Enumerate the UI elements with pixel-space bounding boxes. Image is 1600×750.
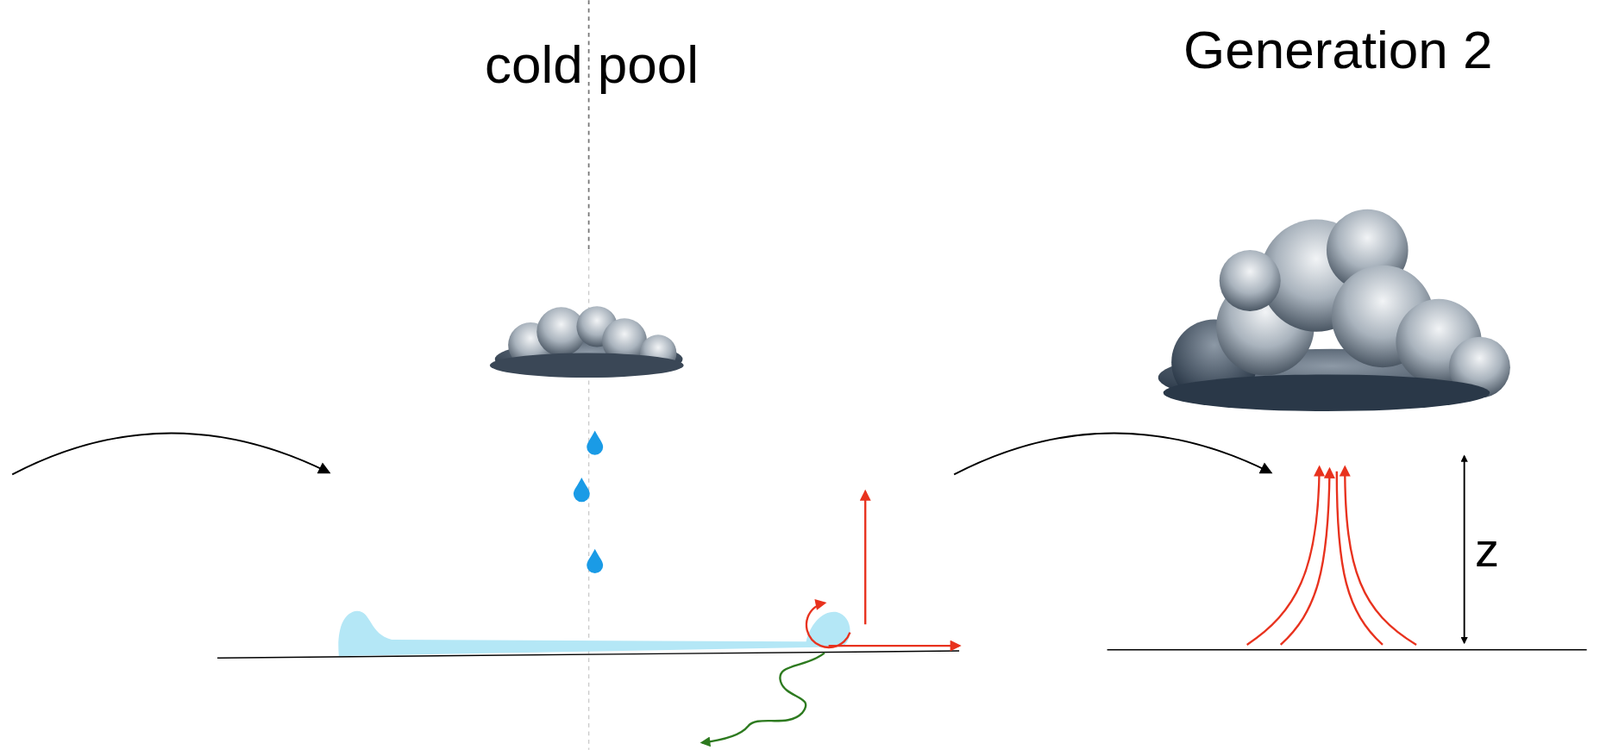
flow-arc [12, 432, 329, 475]
large-cloud [1158, 209, 1511, 412]
heading-label: Generation 2 [1183, 23, 1493, 77]
spread-arrow [828, 645, 960, 647]
updraft-lines [1247, 467, 1417, 646]
surface-flux-arrow [702, 652, 825, 743]
ground-line [217, 651, 960, 659]
uplift-arrow [864, 491, 866, 625]
small-cloud [489, 306, 684, 378]
ground-line [1107, 649, 1588, 651]
vortex-arrow [806, 602, 851, 648]
heading-label: cold pool [484, 37, 699, 92]
cold-pool [338, 611, 850, 657]
flow-arc [953, 432, 1271, 475]
height-label: z [1474, 526, 1500, 575]
raindrops [573, 430, 603, 574]
height-arrow [1463, 456, 1466, 643]
